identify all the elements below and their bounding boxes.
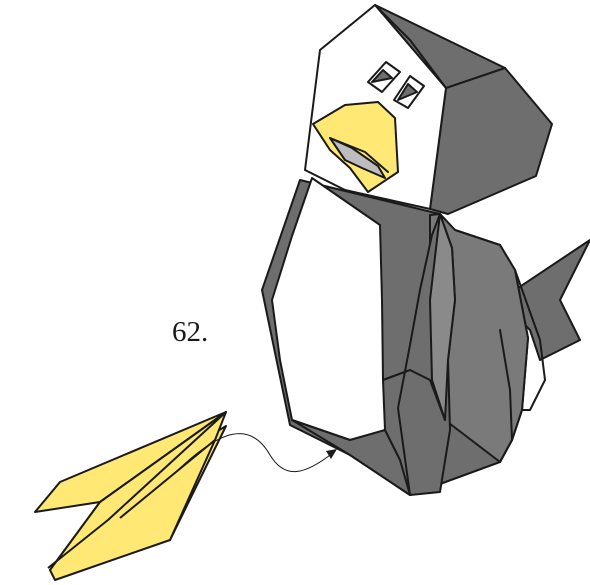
folded-paper-piece — [35, 412, 226, 580]
step-number: 62. — [172, 318, 208, 347]
arrowhead-icon — [326, 449, 337, 459]
penguin-model — [262, 5, 590, 495]
